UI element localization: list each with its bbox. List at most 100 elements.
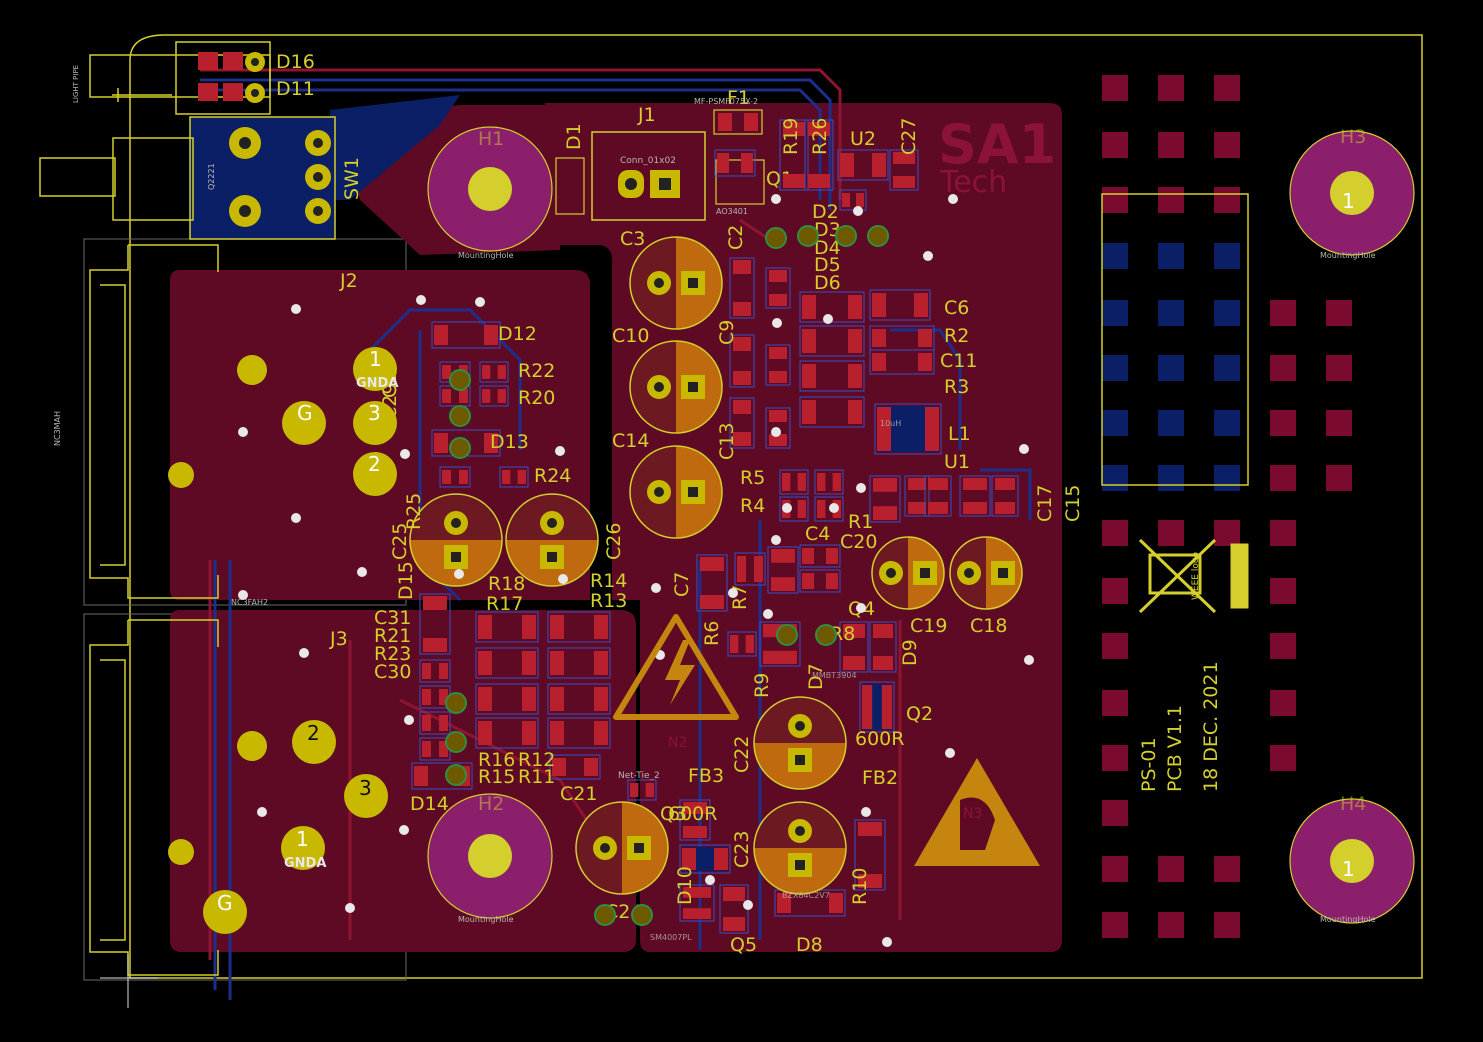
logo-main: SA1	[938, 113, 1056, 176]
smd-footprint	[714, 149, 756, 177]
thermal-pad	[1102, 75, 1128, 101]
ref-D13: D13	[490, 431, 529, 453]
f1-outline	[713, 109, 763, 135]
thermal-pad	[1270, 355, 1296, 381]
ref-C23: C23	[731, 831, 753, 868]
ref-C4: C4	[805, 523, 830, 545]
via	[861, 807, 871, 817]
j3-silk-outline	[89, 619, 219, 976]
ref-R13: R13	[590, 590, 627, 612]
esd-warning-icon	[914, 758, 1040, 866]
thermal-pad	[1158, 410, 1184, 436]
n3-label: N3	[963, 806, 982, 822]
smd-footprint	[799, 569, 841, 593]
ref-D7: D7	[805, 663, 827, 690]
d1-outline	[555, 157, 585, 215]
ref-U2: U2	[850, 128, 876, 150]
ref-R2: R2	[944, 325, 969, 347]
smd-footprint	[889, 149, 919, 191]
smd-footprint	[734, 552, 766, 586]
smd-footprint	[696, 554, 728, 612]
back-copper-strip	[330, 95, 460, 200]
f1-value: MF-PSMF075X-2	[694, 97, 758, 106]
h4-pad-number: 1	[1342, 857, 1355, 881]
ref-Q5: Q5	[730, 934, 757, 956]
j2-pads	[168, 347, 397, 496]
ref-FB3: FB3	[688, 765, 724, 787]
test-point	[631, 904, 653, 926]
smd-footprint	[799, 360, 865, 392]
crosshair-cursor-icon	[100, 955, 158, 1008]
j2-pin-g: G	[297, 401, 313, 425]
via	[705, 875, 715, 885]
via	[257, 807, 267, 817]
smd-footprint	[729, 257, 755, 319]
thermal-pad	[1214, 465, 1240, 491]
thermal-pad	[1214, 856, 1240, 882]
thermal-pad	[1158, 243, 1184, 269]
ref-H1: H1	[478, 128, 504, 150]
smd-footprint	[679, 844, 731, 874]
via	[771, 535, 781, 545]
thermal-pad	[1102, 520, 1128, 546]
thermal-pad	[1102, 633, 1128, 659]
ref-R23: R23	[374, 643, 411, 665]
ref-R18: R18	[488, 573, 525, 595]
smd-footprint	[719, 884, 749, 934]
thermal-pad	[1102, 578, 1128, 604]
smd-footprint	[765, 344, 791, 386]
sw1-footprint: Q2221	[207, 163, 216, 190]
via	[823, 314, 833, 324]
thermal-pad	[1158, 520, 1184, 546]
test-point	[765, 227, 787, 249]
thermal-pad	[1102, 355, 1128, 381]
ref-F1: F1	[727, 87, 750, 109]
ref-J1: J1	[637, 104, 656, 126]
board-edge-cuts	[129, 34, 1423, 979]
thermal-pad	[1158, 465, 1184, 491]
q1-outline	[715, 159, 765, 205]
ref-R20: R20	[518, 387, 555, 409]
smd-footprint	[479, 361, 509, 383]
ref-R19: R19	[780, 118, 802, 155]
f1-pad-1	[718, 113, 732, 131]
smd-footprint	[874, 403, 942, 455]
board-name: PS-01	[1138, 737, 1160, 792]
smd-footprint	[419, 659, 451, 683]
j3-pin-1-net: GNDA	[284, 856, 326, 871]
thermal-pad	[1158, 132, 1184, 158]
thermal-pad	[1214, 243, 1240, 269]
smd-footprint	[419, 711, 451, 735]
vias	[238, 194, 1034, 947]
ref-C7: C7	[671, 572, 693, 597]
smd-footprint	[869, 475, 901, 523]
ref-FB2: FB2	[862, 767, 898, 789]
thermal-pad	[1326, 410, 1352, 436]
smd-footprint	[419, 593, 451, 655]
j3-pin-1: 1	[296, 827, 309, 851]
ref-D12: D12	[498, 323, 537, 345]
smd-footprint	[869, 621, 897, 673]
ref-C25: C25	[389, 523, 411, 560]
thermal-pad	[1214, 75, 1240, 101]
j2-pin-2: 2	[368, 452, 381, 476]
j2-pin-1: 1	[369, 347, 382, 371]
electrolytic-capacitor	[871, 536, 945, 610]
ref-R1: R1	[848, 511, 873, 533]
thermal-pad	[1158, 300, 1184, 326]
ref-C17: C17	[1034, 485, 1056, 522]
ref-D10: D10	[674, 866, 696, 905]
via	[475, 297, 485, 307]
thermal-pad	[1270, 633, 1296, 659]
value-fb: 600R	[855, 728, 904, 750]
thermal-pad	[1158, 355, 1184, 381]
smd-footprint	[627, 779, 657, 801]
thermal-pad	[1270, 410, 1296, 436]
thermal-pad	[1214, 410, 1240, 436]
board-date: 18 DEC. 2021	[1200, 661, 1222, 792]
via	[299, 648, 309, 658]
smd-footprint	[479, 385, 509, 407]
j2-pin-3: 3	[368, 401, 381, 425]
